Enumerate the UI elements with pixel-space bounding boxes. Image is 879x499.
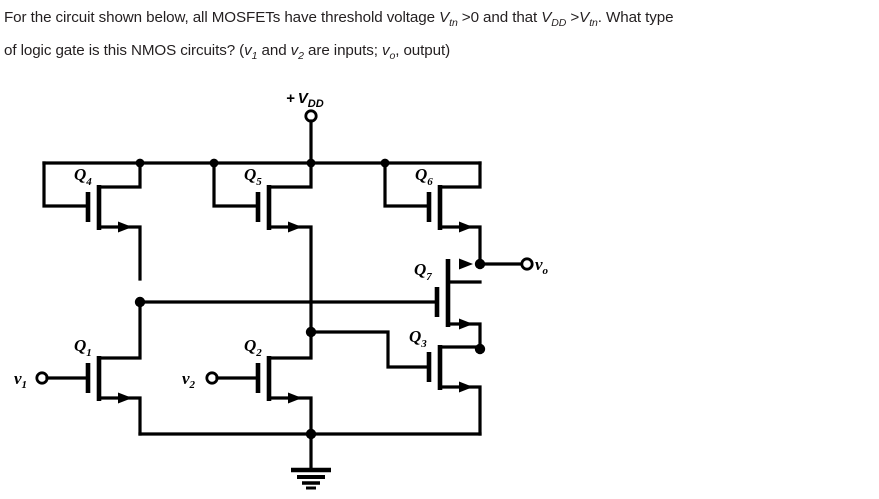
q5-drain-wire	[267, 161, 313, 189]
v1-label: v1	[14, 369, 27, 391]
q5-label: Q5	[244, 165, 262, 188]
q6-source-wire	[438, 225, 482, 266]
symbol-vtn-2-sub: tn	[589, 17, 598, 30]
question-line-2: of logic gate is this NMOS circuits? (v1…	[4, 42, 451, 63]
vo-terminal[interactable]	[520, 257, 534, 271]
q4-gate-loop	[42, 161, 90, 208]
q4-label: Q4	[74, 165, 92, 188]
output-node: vo	[474, 255, 549, 277]
q7-label: Q7	[414, 260, 432, 283]
symbol-v2-sub: 2	[298, 50, 304, 63]
q6-label: Q6	[415, 165, 433, 188]
question-l2-part-b: and	[257, 42, 291, 60]
q5-source-arrow	[288, 221, 302, 233]
q7-source-arrow	[459, 318, 473, 330]
question-l1-part-a: For the circuit shown below, all MOSFETs…	[4, 9, 440, 26]
symbol-vo: v	[381, 42, 390, 60]
symbol-vtn-2: V	[579, 9, 590, 26]
question-l2-part-a: of logic gate is this NMOS circuits? (	[4, 42, 245, 60]
symbol-vdd-sub: DD	[551, 17, 567, 30]
q5-source-wire	[267, 225, 313, 334]
q7-drain-arrow	[459, 258, 473, 270]
q5-gate-loop	[212, 161, 260, 208]
question-line-1: For the circuit shown below, all MOSFETs…	[4, 9, 674, 30]
q1-source-wire	[97, 396, 142, 436]
vo-label: vo	[535, 255, 549, 277]
q1-drain-wire	[97, 300, 142, 360]
transistor-q3: Q3	[409, 327, 482, 436]
q2-source-wire	[267, 396, 313, 436]
vdd-label: +VDD	[286, 90, 324, 110]
q6-source-arrow	[459, 221, 473, 233]
question-l1-part-d: . What type	[597, 9, 674, 26]
question-text: For the circuit shown below, all MOSFETs…	[4, 4, 876, 70]
symbol-v1-sub: 1	[251, 50, 258, 63]
q4-drain-wire	[97, 161, 142, 189]
q2-drain-wire	[267, 330, 313, 360]
transistor-q7: Q7	[414, 258, 482, 351]
question-l1-part-c: >	[566, 9, 580, 26]
q4-source-wire	[97, 225, 142, 281]
q1-label: Q1	[74, 336, 92, 359]
q6-drain-wire	[438, 161, 482, 189]
symbol-v1: v	[244, 42, 252, 60]
q3-label: Q3	[409, 327, 427, 350]
symbol-v2: v	[290, 42, 299, 60]
symbol-vdd: V	[541, 9, 552, 26]
vdd-supply-node: +VDD	[286, 90, 324, 165]
q2-source-arrow	[288, 392, 302, 404]
q4-source-arrow	[118, 221, 132, 233]
q3-source-wire	[438, 385, 482, 436]
question-l1-part-b: >0 and that	[457, 9, 542, 26]
ground-symbol	[291, 432, 331, 490]
question-l2-part-d: , output)	[395, 42, 451, 60]
symbol-vtn: V	[439, 9, 450, 26]
q2-label: Q2	[244, 336, 262, 359]
symbol-vtn-sub: tn	[449, 17, 458, 30]
symbol-vo-sub: o	[389, 50, 396, 63]
v2-label: v2	[182, 369, 196, 391]
transistor-q6: Q6	[383, 161, 482, 266]
transistor-q2: v2 Q2	[182, 330, 313, 436]
q3-gate-feed-wire	[309, 330, 431, 369]
q1-source-arrow	[118, 392, 132, 404]
circuit-diagram: +VDD Q4 Q5	[0, 70, 879, 499]
question-l2-part-c: are inputs;	[303, 42, 382, 60]
q7-source-wire	[446, 322, 482, 351]
junction-q3-drain	[474, 343, 486, 355]
transistor-q1: v1 Q1	[14, 300, 142, 436]
q6-gate-loop	[383, 161, 431, 208]
transistor-q4: Q4	[42, 161, 142, 281]
q3-source-arrow	[459, 381, 473, 393]
transistor-q5: Q5	[212, 161, 313, 334]
